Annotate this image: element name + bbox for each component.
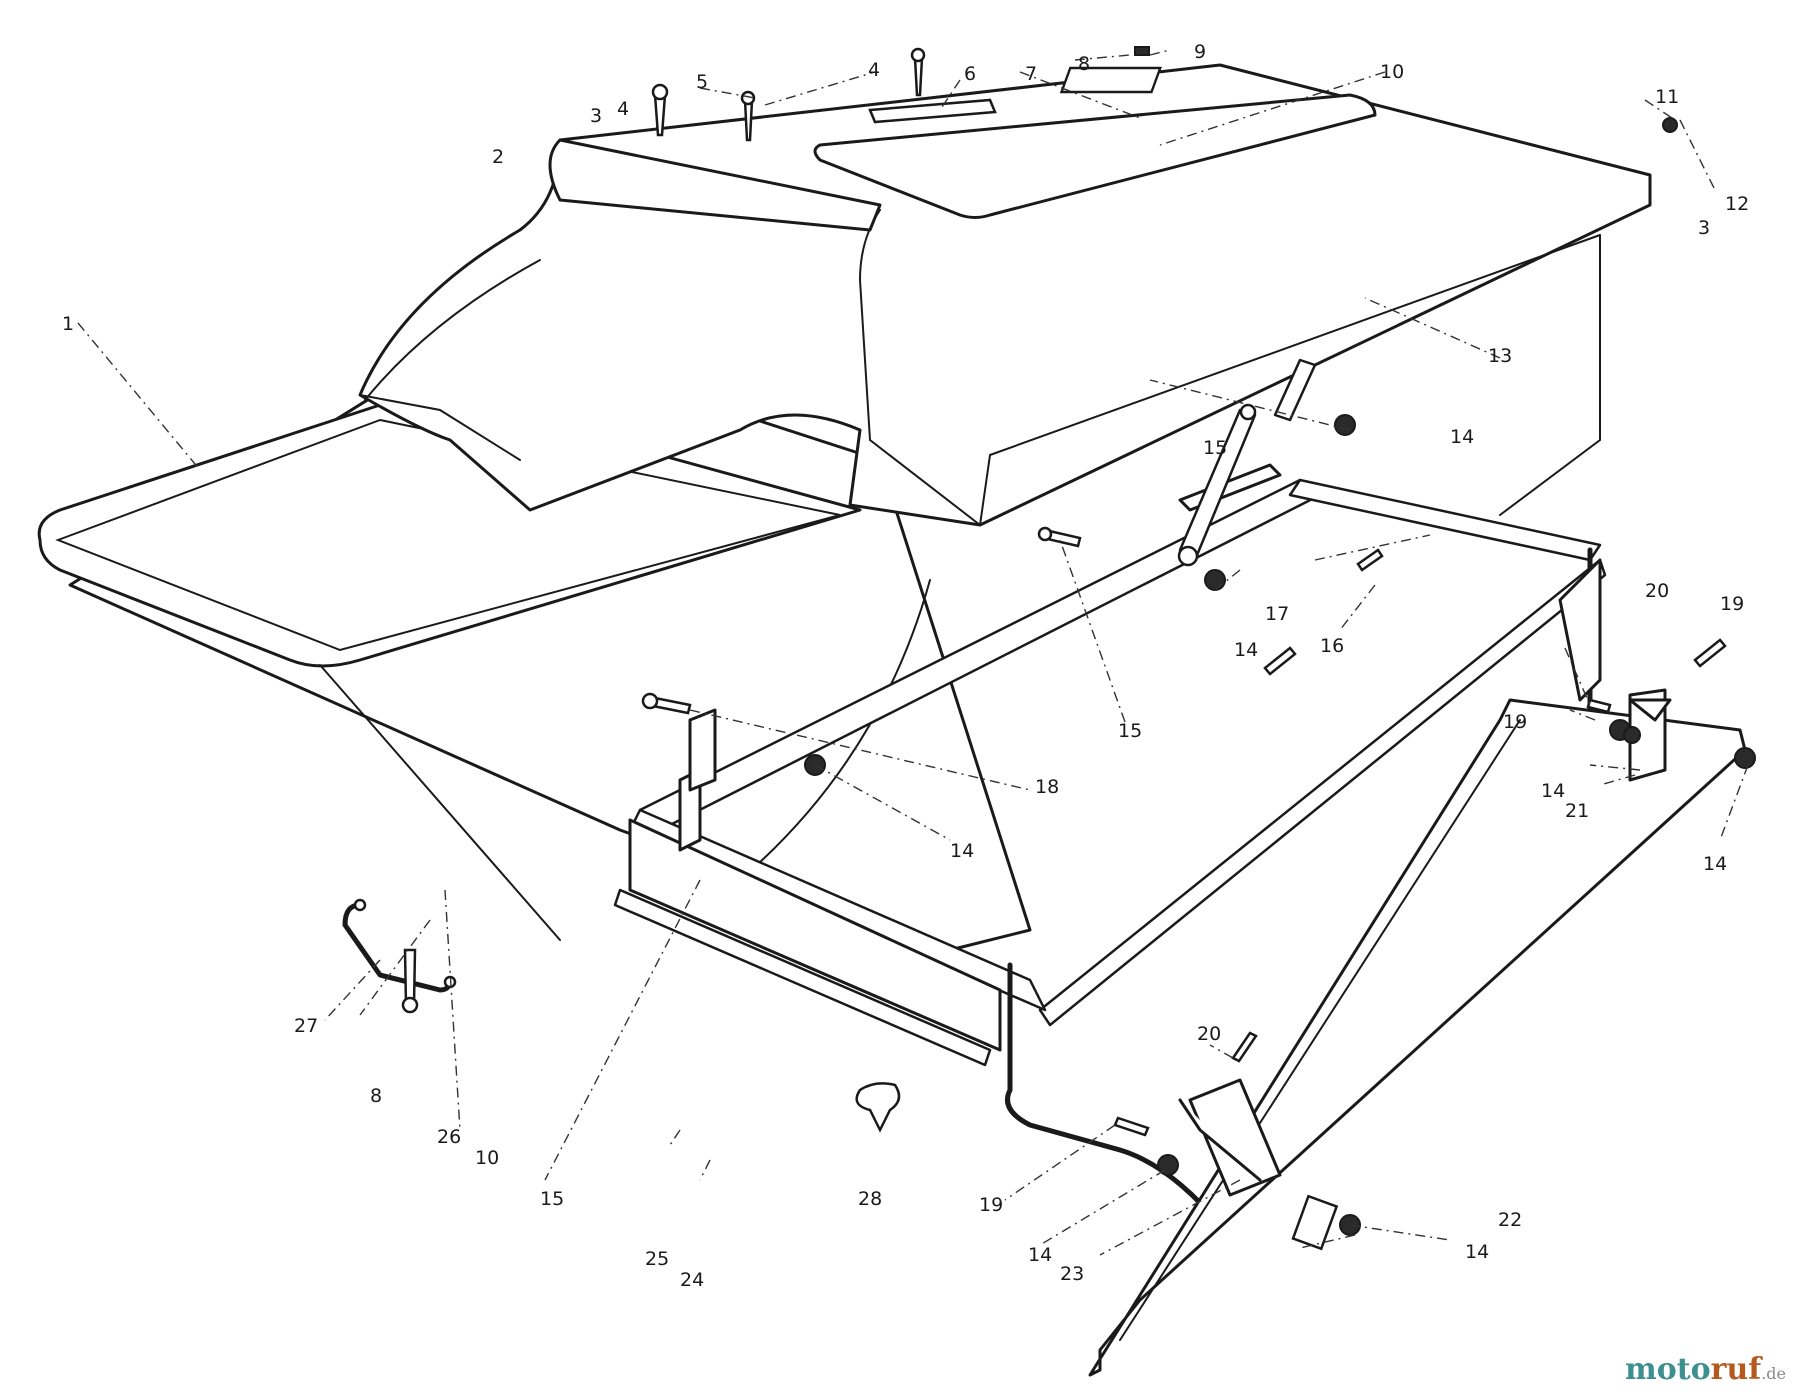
bag-handle xyxy=(342,898,901,1133)
callout-26: 26 xyxy=(437,1126,461,1148)
callout-3: 3 xyxy=(590,105,602,127)
hardware xyxy=(401,46,1756,1251)
handle-assembly xyxy=(1088,688,1747,1377)
callout-14: 14 xyxy=(1703,853,1727,875)
callout-1: 1 xyxy=(62,313,74,335)
callout-15: 15 xyxy=(540,1188,564,1210)
callout-10: 10 xyxy=(475,1147,499,1169)
callout-9: 9 xyxy=(1194,41,1206,63)
callout-4: 4 xyxy=(617,98,629,120)
watermark-brand-accent: ruf xyxy=(1710,1352,1762,1387)
callout-8: 8 xyxy=(370,1085,382,1107)
callout-5: 5 xyxy=(696,71,708,93)
callout-2: 2 xyxy=(492,146,504,168)
callout-6: 6 xyxy=(964,63,976,85)
callout-7: 7 xyxy=(1025,63,1037,85)
callout-18: 18 xyxy=(1035,776,1059,798)
callout-21: 21 xyxy=(1565,800,1589,822)
callout-10: 10 xyxy=(1380,61,1404,83)
callout-23: 23 xyxy=(1060,1263,1084,1285)
callout-20: 20 xyxy=(1197,1023,1221,1045)
callout-14: 14 xyxy=(1465,1241,1489,1263)
leader-lines xyxy=(77,49,1749,1256)
watermark-suffix: .de xyxy=(1761,1364,1786,1383)
callout-19: 19 xyxy=(979,1194,1003,1216)
callout-4: 4 xyxy=(868,59,880,81)
callout-19: 19 xyxy=(1503,711,1527,733)
callout-16: 16 xyxy=(1320,635,1344,657)
callout-28: 28 xyxy=(858,1188,882,1210)
callout-25: 25 xyxy=(645,1248,669,1270)
callout-20: 20 xyxy=(1645,580,1669,602)
callout-8: 8 xyxy=(1078,53,1090,75)
callout-13: 13 xyxy=(1488,345,1512,367)
watermark-brand: moto xyxy=(1625,1352,1711,1387)
callout-12: 12 xyxy=(1725,193,1749,215)
watermark-logo: motoruf.de xyxy=(1625,1352,1786,1387)
part-callouts: 1 2 3 3 4 4 5 6 7 8 8 9 10 10 11 12 13 1… xyxy=(62,41,1749,1291)
callout-14: 14 xyxy=(950,840,974,862)
callout-19: 19 xyxy=(1720,593,1744,615)
callout-14: 14 xyxy=(1450,426,1474,448)
callout-15: 15 xyxy=(1203,437,1227,459)
callout-3: 3 xyxy=(1698,217,1710,239)
callout-24: 24 xyxy=(680,1269,704,1291)
callout-27: 27 xyxy=(294,1015,318,1037)
bag-cover xyxy=(358,63,1652,527)
callout-22: 22 xyxy=(1498,1209,1522,1231)
callout-14: 14 xyxy=(1541,780,1565,802)
callout-14: 14 xyxy=(1234,639,1258,661)
callout-15: 15 xyxy=(1118,720,1142,742)
grass-bag xyxy=(37,328,1032,952)
callout-14: 14 xyxy=(1028,1244,1052,1266)
support-arm xyxy=(1177,358,1317,567)
callout-11: 11 xyxy=(1655,86,1679,108)
callout-17: 17 xyxy=(1265,603,1289,625)
